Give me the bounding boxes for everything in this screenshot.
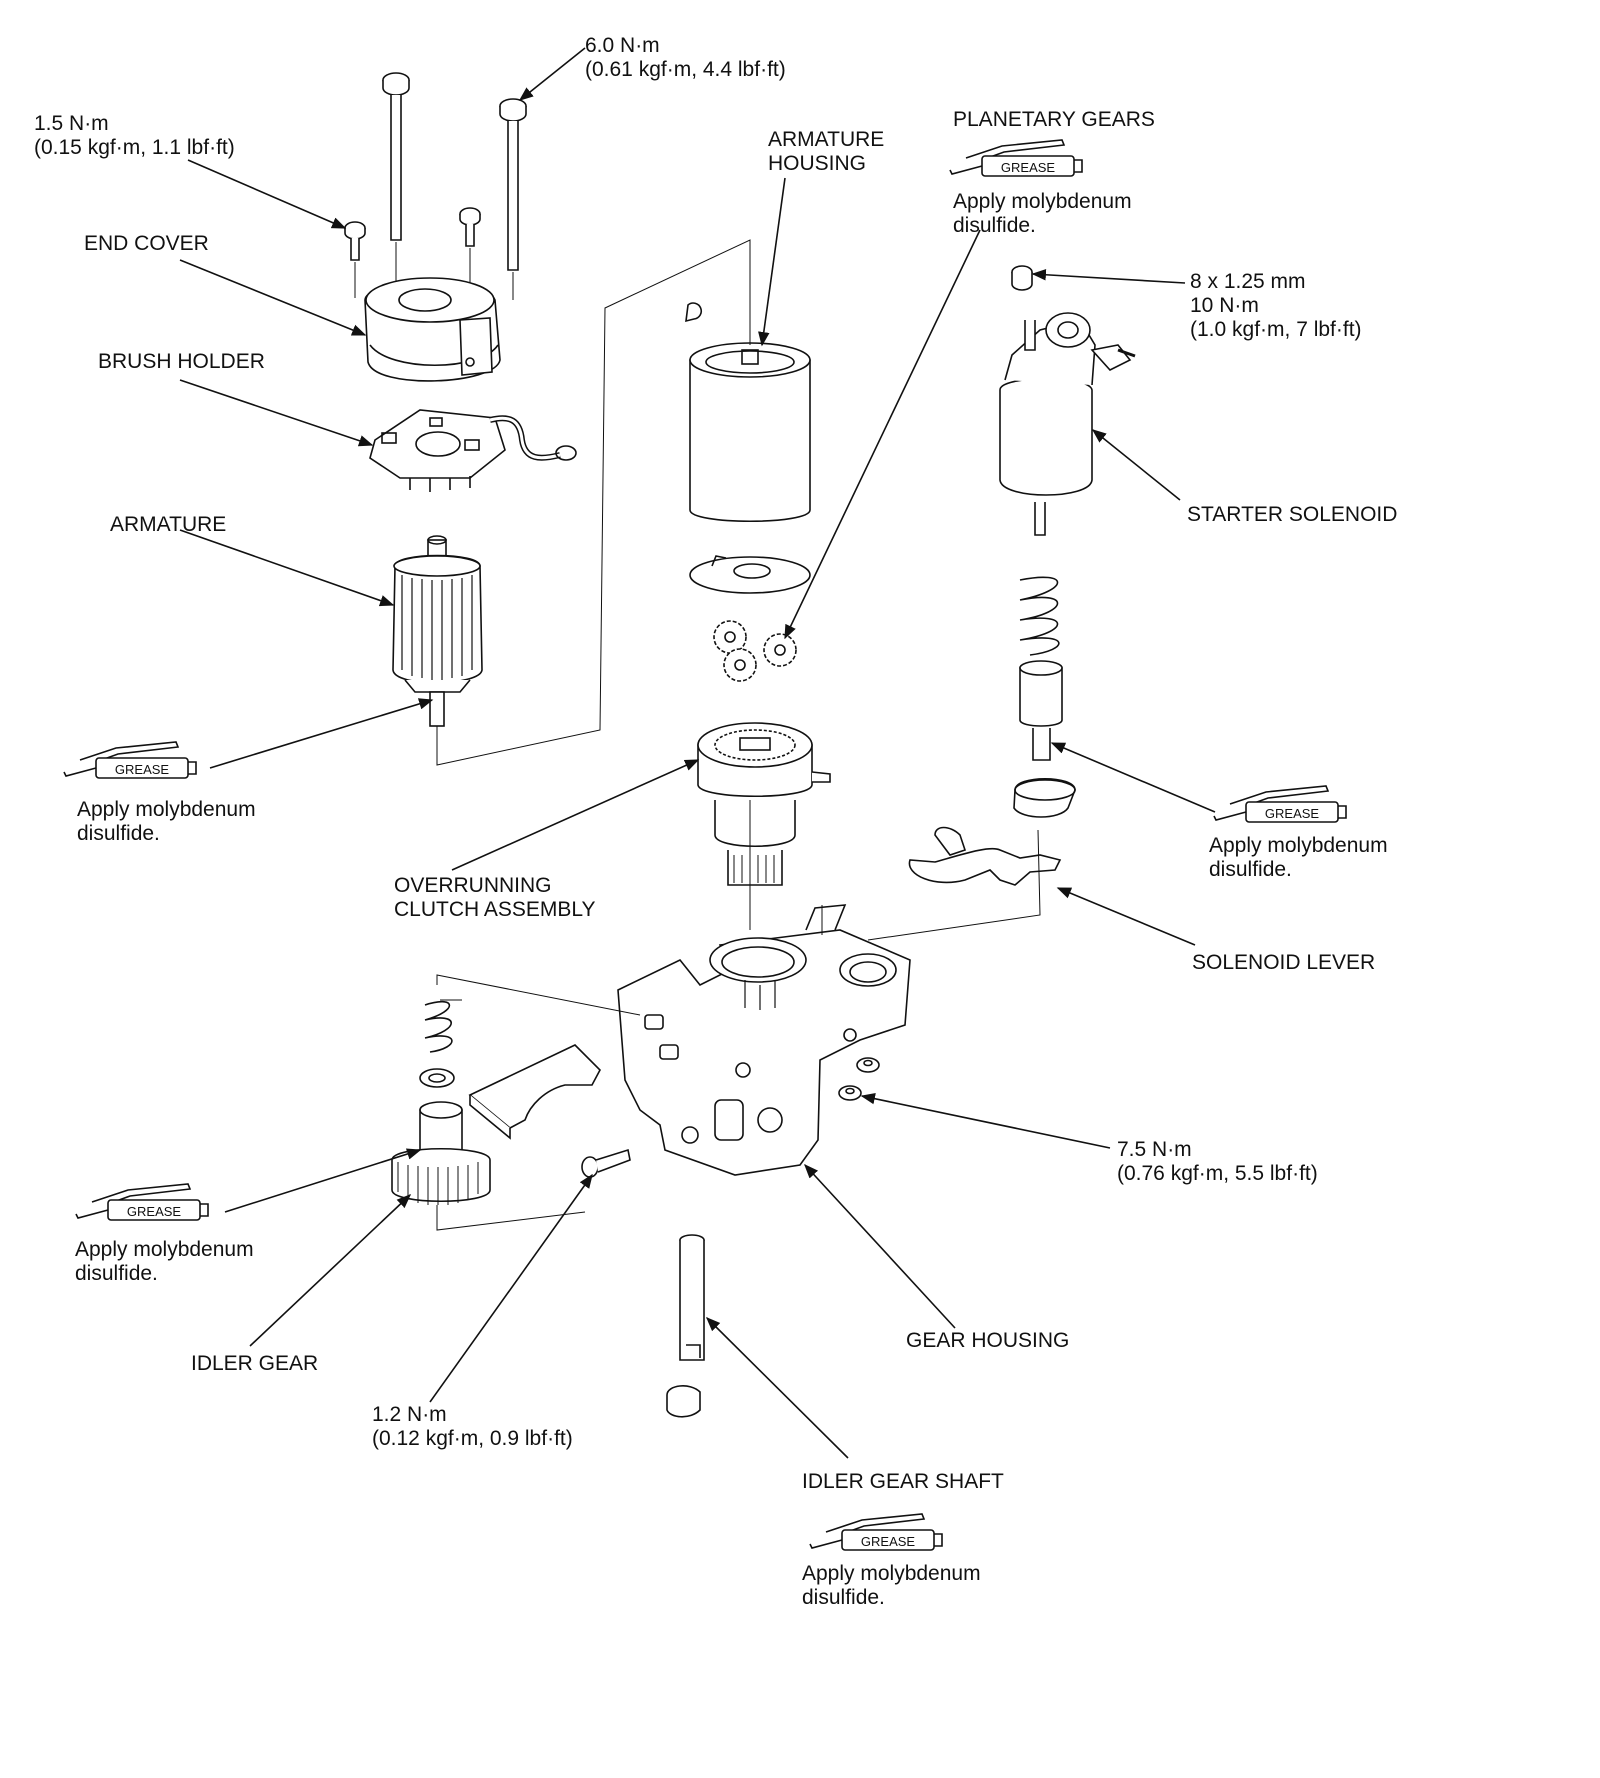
armature-housing-part xyxy=(685,302,811,522)
grease-tag: GREASE xyxy=(127,1204,182,1219)
torque-label-housing-nut: 7.5 N·m (0.76 kgf·m, 5.5 lbf·ft) xyxy=(1117,1138,1318,1185)
grease-tag: GREASE xyxy=(1001,160,1056,175)
solenoid-spring-part xyxy=(1019,576,1060,656)
end-cover-screw-right xyxy=(459,207,481,247)
armature-label: ARMATURE xyxy=(110,513,227,536)
gear-housing-part xyxy=(617,904,911,1176)
grease-note-armature: Apply molybdenum disulfide. xyxy=(77,798,256,845)
alignment-lines xyxy=(436,239,1041,1231)
end-cover-part xyxy=(364,277,501,382)
plunger-part xyxy=(1019,660,1063,761)
gear-housing-label: GEAR HOUSING xyxy=(906,1329,1070,1352)
boot-part xyxy=(1013,777,1076,818)
grease-icon: GREASE xyxy=(809,1513,943,1551)
through-bolt-left xyxy=(382,72,410,241)
solenoid-lever-part xyxy=(908,826,1062,886)
solenoid-lever-label: SOLENOID LEVER xyxy=(1192,951,1376,974)
torque-label-top-bolt: 6.0 N·m (0.61 kgf·m, 4.4 lbf·ft) xyxy=(585,34,786,81)
grease-icon: GREASE xyxy=(949,139,1083,177)
grease-tag: GREASE xyxy=(861,1534,916,1549)
grease-tag: GREASE xyxy=(115,762,170,777)
idler-gear-part xyxy=(391,1101,491,1205)
housing-nut-lower xyxy=(838,1085,862,1101)
idler-washer-part xyxy=(419,1068,455,1088)
end-cover-screw-left xyxy=(344,221,366,261)
housing-small-bolt xyxy=(581,1148,631,1178)
torque-label-end-cover-screw: 1.5 N·m (0.15 kgf·m, 1.1 lbf·ft) xyxy=(34,112,235,159)
planetary-gears-part xyxy=(713,620,797,682)
starter-solenoid-label: STARTER SOLENOID xyxy=(1187,503,1398,526)
through-bolt-right xyxy=(499,98,527,271)
leader-arrows xyxy=(179,47,1216,1459)
armature-part xyxy=(392,535,483,727)
idler-gear-shaft-label: IDLER GEAR SHAFT xyxy=(802,1470,1004,1493)
idler-lever-part xyxy=(468,1044,601,1140)
grease-note-idler-gear: Apply molybdenum disulfide. xyxy=(75,1238,254,1285)
end-cover-label: END COVER xyxy=(84,232,209,255)
idler-gear-label: IDLER GEAR xyxy=(191,1352,319,1375)
solenoid-nut-spec-label: 8 x 1.25 mm 10 N·m (1.0 kgf·m, 7 lbf·ft) xyxy=(1190,270,1362,341)
housing-nut-upper xyxy=(856,1057,880,1073)
overrunning-clutch-label: OVERRUNNING CLUTCH ASSEMBLY xyxy=(394,874,596,921)
torque-label-small-bolt: 1.2 N·m (0.12 kgf·m, 0.9 lbf·ft) xyxy=(372,1403,573,1450)
grease-icon: GREASE xyxy=(63,741,197,779)
idler-gear-shaft-part xyxy=(666,1234,705,1418)
grease-icon: GREASE xyxy=(75,1183,209,1221)
grease-note-plunger: Apply molybdenum disulfide. xyxy=(1209,834,1388,881)
grease-note-planetary: Apply molybdenum disulfide. xyxy=(953,190,1132,237)
planetary-gears-label: PLANETARY GEARS xyxy=(953,108,1155,131)
grease-tag: GREASE xyxy=(1265,806,1320,821)
armature-housing-label: ARMATURE HOUSING xyxy=(768,128,885,175)
idler-spring-part xyxy=(424,1000,453,1053)
thrust-washer-part xyxy=(689,555,811,594)
starter-solenoid-part xyxy=(999,265,1136,536)
grease-note-idler-shaft: Apply molybdenum disulfide. xyxy=(802,1562,981,1609)
grease-icon: GREASE xyxy=(1213,785,1347,823)
overrunning-clutch-part xyxy=(697,722,831,886)
brush-holder-label: BRUSH HOLDER xyxy=(98,350,265,373)
brush-holder-part xyxy=(369,409,577,492)
